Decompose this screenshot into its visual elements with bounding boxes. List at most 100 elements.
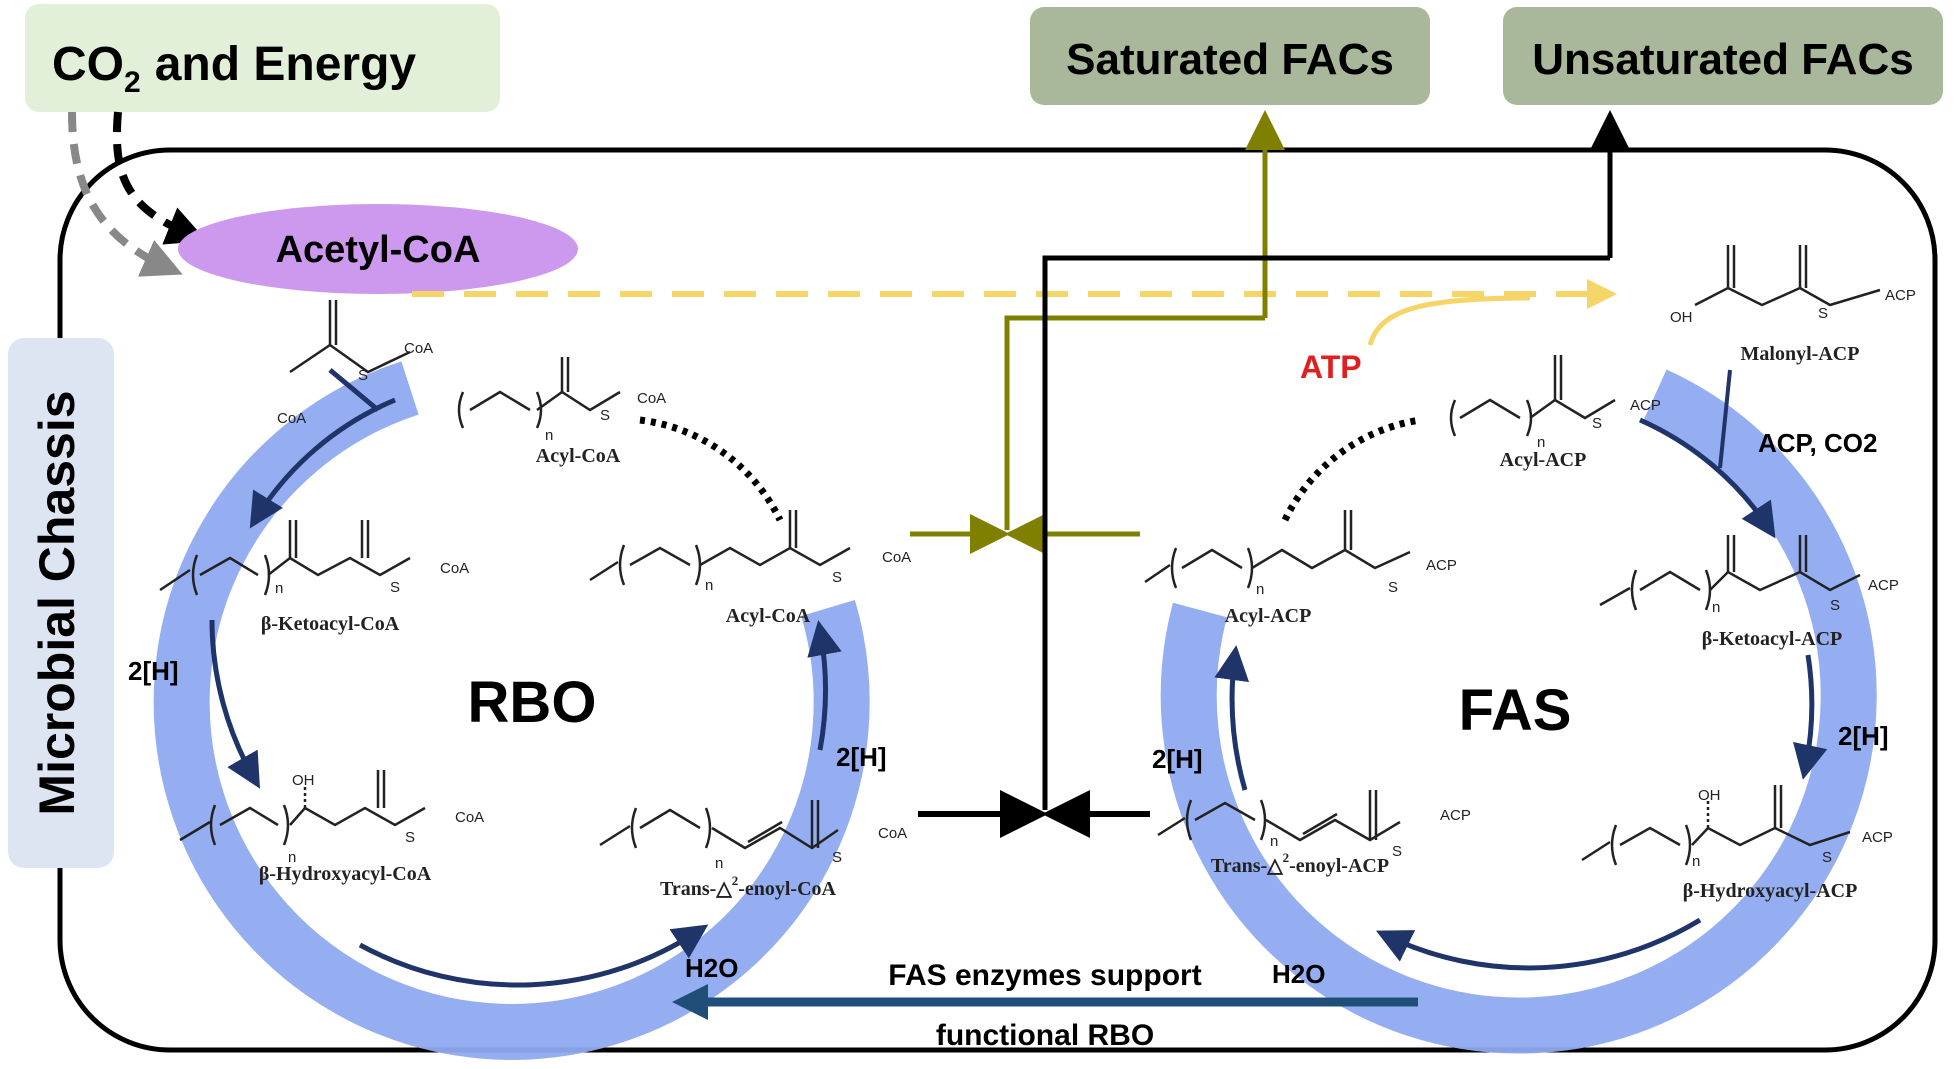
support-text-line1: FAS enzymes support — [888, 959, 1201, 992]
fas-arrow-condensation — [1638, 417, 1776, 539]
saturated-connector — [1004, 315, 1265, 530]
rbo-cycle-band — [153, 361, 870, 1060]
rbo-water: H2O — [685, 953, 738, 983]
acetyl-coa-tag: CoA — [404, 340, 433, 357]
saturated-facs-box — [1030, 7, 1430, 105]
rbo-dotted-return — [639, 416, 784, 522]
hydroxyacyl-coa-label: β-Hydroxyacyl-CoA — [259, 863, 432, 885]
energy-box — [25, 4, 500, 112]
fas-malonyl-entry — [1718, 369, 1732, 469]
acyl-acp-left-label: Acyl-ACP — [1225, 605, 1312, 627]
saturated-facs-label: Saturated FACs — [1066, 35, 1394, 84]
malonyl-oh: OH — [1670, 309, 1693, 326]
fas-2h-right: 2[H] — [1838, 721, 1889, 751]
acyl-coa-right-s: S — [832, 569, 842, 586]
acyl-acp-left-s: S — [1388, 579, 1398, 596]
acyl-acp-top-n: n — [1537, 434, 1545, 451]
fas-cycle — [1160, 369, 1877, 1054]
rbo-arrow-reduction2 — [807, 620, 842, 751]
support-text-line2: functional RBO — [936, 1019, 1154, 1052]
rbo-title: RBO — [468, 670, 597, 735]
acyl-coa-top-n: n — [545, 427, 553, 444]
enoyl-acp-tag: ACP — [1440, 807, 1471, 824]
fas-arrow-reduction2 — [1214, 645, 1250, 791]
hydroxyacyl-acp-structure — [1581, 785, 1851, 866]
ketoacyl-acp-structure — [1599, 535, 1861, 611]
black-dashed-arrow — [112, 111, 207, 245]
enoyl-acp-n: n — [1270, 833, 1278, 850]
hydroxyacyl-acp-s: S — [1822, 849, 1832, 866]
fas-title: FAS — [1459, 678, 1572, 743]
acyl-coa-top-structure — [457, 357, 621, 429]
chassis-label: Microbial Chassis — [29, 390, 85, 815]
acyl-acp-left-structure — [1144, 510, 1411, 589]
acyl-acp-top-tag: ACP — [1630, 397, 1661, 414]
unsaturated-facs-box — [1503, 7, 1943, 105]
enoyl-coa-label: Trans-△2-enoyl-CoA — [660, 873, 837, 900]
ketoacyl-acp-tag: ACP — [1868, 577, 1899, 594]
enoyl-coa-n: n — [715, 855, 723, 872]
acyl-acp-top-structure — [1449, 355, 1616, 437]
hydroxyacyl-coa-s: S — [405, 829, 415, 846]
enoyl-coa-tag: CoA — [878, 825, 907, 842]
acyl-acp-left-tag: ACP — [1426, 557, 1457, 574]
ketoacyl-coa-n: n — [275, 580, 283, 597]
atp-curve — [1367, 295, 1531, 346]
acyl-acp-left-n: n — [1256, 581, 1264, 598]
atp-label: ATP — [1300, 349, 1362, 385]
malonyl-acp-structure — [1694, 245, 1881, 307]
ketoacyl-coa-structure — [159, 520, 411, 596]
acyl-coa-top-label: Acyl-CoA — [536, 445, 621, 467]
acyl-coa-right-coa: CoA — [882, 549, 911, 566]
rbo-entry-line — [328, 368, 380, 412]
fas-water: H2O — [1272, 959, 1325, 989]
rbo-arrow-reduction1 — [209, 619, 261, 789]
malonyl-acp-label: Malonyl-ACP — [1741, 343, 1860, 365]
hydroxyacyl-coa-oh: OH — [292, 772, 315, 789]
hydroxyacyl-acp-tag: ACP — [1862, 829, 1893, 846]
enoyl-coa-structure — [599, 800, 839, 850]
acp-co2-label: ACP, CO2 — [1758, 428, 1877, 458]
ketoacyl-coa-s: S — [390, 579, 400, 596]
coa-release-label: CoA — [277, 410, 306, 427]
fas-cycle-band — [1160, 369, 1877, 1054]
acetyl-coa-oval — [178, 204, 578, 294]
acyl-coa-right-label: Acyl-CoA — [726, 605, 811, 627]
unsaturated-connector — [1042, 255, 1610, 810]
malonyl-s: S — [1818, 305, 1828, 322]
ketoacyl-acp-label: β-Ketoacyl-ACP — [1702, 628, 1843, 650]
gray-dashed-arrow — [68, 111, 183, 277]
ketoacyl-coa-label: β-Ketoacyl-CoA — [261, 613, 400, 635]
acetyl-coa-structure — [289, 300, 411, 374]
malonyl-acp-tag: ACP — [1885, 287, 1916, 304]
hydroxyacyl-coa-tag: CoA — [455, 809, 484, 826]
fas-dotted-return — [1281, 416, 1421, 522]
ketoacyl-acp-n: n — [1712, 599, 1720, 616]
hydroxyacyl-coa-structure — [179, 770, 426, 846]
hydroxyacyl-acp-label: β-Hydroxyacyl-ACP — [1683, 880, 1858, 902]
fas-arrow-dehydration — [1375, 917, 1702, 971]
unsaturated-facs-label: Unsaturated FACs — [1532, 35, 1913, 84]
enoyl-acp-label: Trans-△2-enoyl-ACP — [1211, 850, 1389, 877]
rbo-arrow-dehydration — [358, 924, 709, 988]
chassis-box — [8, 338, 114, 868]
acetyl-s-label: S — [358, 367, 368, 384]
acyl-coa-top-coa: CoA — [637, 390, 666, 407]
rbo-2h-right: 2[H] — [836, 742, 887, 772]
enoyl-coa-s: S — [832, 849, 842, 866]
rbo-cycle — [153, 361, 870, 1060]
hydroxyacyl-acp-oh: OH — [1698, 787, 1721, 804]
fas-arrow-reduction1 — [1793, 654, 1828, 780]
hydroxyacyl-acp-n: n — [1692, 853, 1700, 870]
acyl-coa-right-n: n — [705, 577, 713, 594]
ketoacyl-coa-tag: CoA — [440, 560, 469, 577]
acyl-acp-top-label: Acyl-ACP — [1500, 449, 1587, 471]
ketoacyl-acp-s: S — [1830, 597, 1840, 614]
enoyl-acp-structure — [1157, 790, 1401, 842]
fas-2h-left: 2[H] — [1152, 744, 1203, 774]
rbo-2h-left: 2[H] — [128, 656, 179, 686]
enoyl-acp-s: S — [1392, 843, 1402, 860]
acyl-coa-top-s: S — [600, 407, 610, 424]
